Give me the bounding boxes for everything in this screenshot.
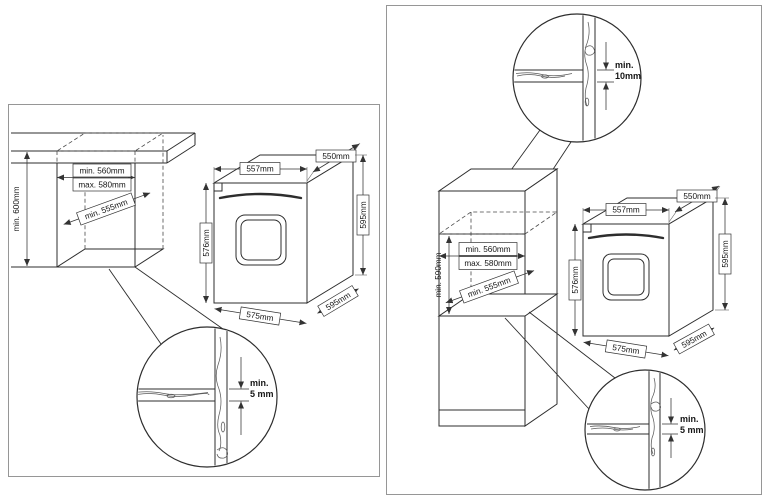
- niche-width-min-label: min. 560mm: [465, 245, 510, 254]
- bottom-gap-label-line1: min.: [680, 414, 699, 424]
- oven-door-handle: [218, 192, 303, 200]
- oven-front-height-label: 576mm: [571, 266, 580, 293]
- built-under-figure: min. 560mm max. 580mm min. 555mm min. 60…: [11, 132, 370, 468]
- worktop-drawing: [11, 132, 196, 164]
- bottom-clearance-detail-callout: min. 5 mm: [504, 311, 706, 491]
- oven-drawing: [212, 154, 355, 304]
- niche-width-dimension: min. 560mm max. 580mm: [439, 242, 525, 270]
- oven-top-depth-label: 550mm: [683, 192, 710, 201]
- top-gap-label-line2: 10mm: [615, 71, 641, 81]
- oven-front-height-dimension: 576mm: [568, 224, 582, 336]
- oven-top-depth-dimension: 550mm: [306, 142, 361, 182]
- niche-height-dimension: min. 590mm: [434, 236, 452, 314]
- oven-bottom-width-label: 575mm: [246, 310, 275, 323]
- oven-back-height-label: 595mm: [359, 201, 368, 228]
- gap-label-line2: 5 mm: [250, 389, 274, 399]
- oven-top-width-label: 557mm: [246, 165, 273, 174]
- oven-front-height-label: 576mm: [202, 229, 211, 256]
- built-under-panel: min. 560mm max. 580mm min. 555mm min. 60…: [8, 104, 380, 477]
- niche-depth-dimension: min. 555mm: [63, 192, 151, 226]
- oven-back-height-label: 595mm: [721, 240, 730, 267]
- oven-back-height-dimension: 595mm: [355, 154, 370, 276]
- oven-control-knob: [582, 223, 592, 233]
- oven-door-handle: [587, 233, 665, 240]
- oven-top-width-dimension: 557mm: [582, 203, 670, 223]
- oven-door-window: [235, 214, 287, 266]
- niche-width-min-label: min. 560mm: [79, 167, 124, 176]
- oven-drawing: [581, 197, 715, 337]
- oven-top-depth-label: 550mm: [322, 152, 349, 161]
- oven-bottom-width-dimension: 575mm: [214, 306, 307, 326]
- oven-top-width-label: 557mm: [612, 206, 639, 215]
- bottom-gap-label-line2: 5 mm: [680, 425, 704, 435]
- ventilation-detail-callout: min. 5 mm: [108, 266, 278, 468]
- oven-top-width-dimension: 557mm: [213, 162, 308, 182]
- magnifier-detail-circle: [136, 326, 278, 468]
- oven-door-window: [602, 253, 650, 301]
- magnifier-detail-circle-top: [512, 13, 642, 143]
- niche-drawing: [11, 132, 165, 268]
- tall-cabinet-figure: min. 10mm min. 560mm max. 580mm: [434, 13, 732, 491]
- oven-front-height-dimension: 576mm: [199, 183, 213, 303]
- niche-width-max-label: max. 580mm: [78, 181, 125, 190]
- niche-height-dimension: min. 600mm: [12, 152, 30, 266]
- niche-width-dimension: min. 560mm max. 580mm: [57, 163, 135, 192]
- oven-top-depth-dimension: 550mm: [668, 185, 721, 223]
- oven-control-knob: [213, 182, 223, 192]
- oven-back-height-dimension: 595mm: [715, 197, 732, 311]
- tall-cabinet-panel: min. 10mm min. 560mm max. 580mm: [386, 5, 762, 495]
- niche-width-max-label: max. 580mm: [464, 259, 511, 268]
- magnifier-detail-circle-bottom: [584, 369, 706, 491]
- tall-cabinet-drawing: [437, 168, 559, 427]
- oven-bottom-width-dimension: 575mm: [583, 339, 669, 359]
- top-gap-label-line1: min.: [615, 60, 634, 70]
- gap-label-line1: min.: [250, 378, 269, 388]
- niche-height-min-label: min. 600mm: [12, 186, 21, 231]
- oven-bottom-width-label: 575mm: [612, 343, 641, 356]
- niche-height-min-label: min. 590mm: [434, 252, 443, 297]
